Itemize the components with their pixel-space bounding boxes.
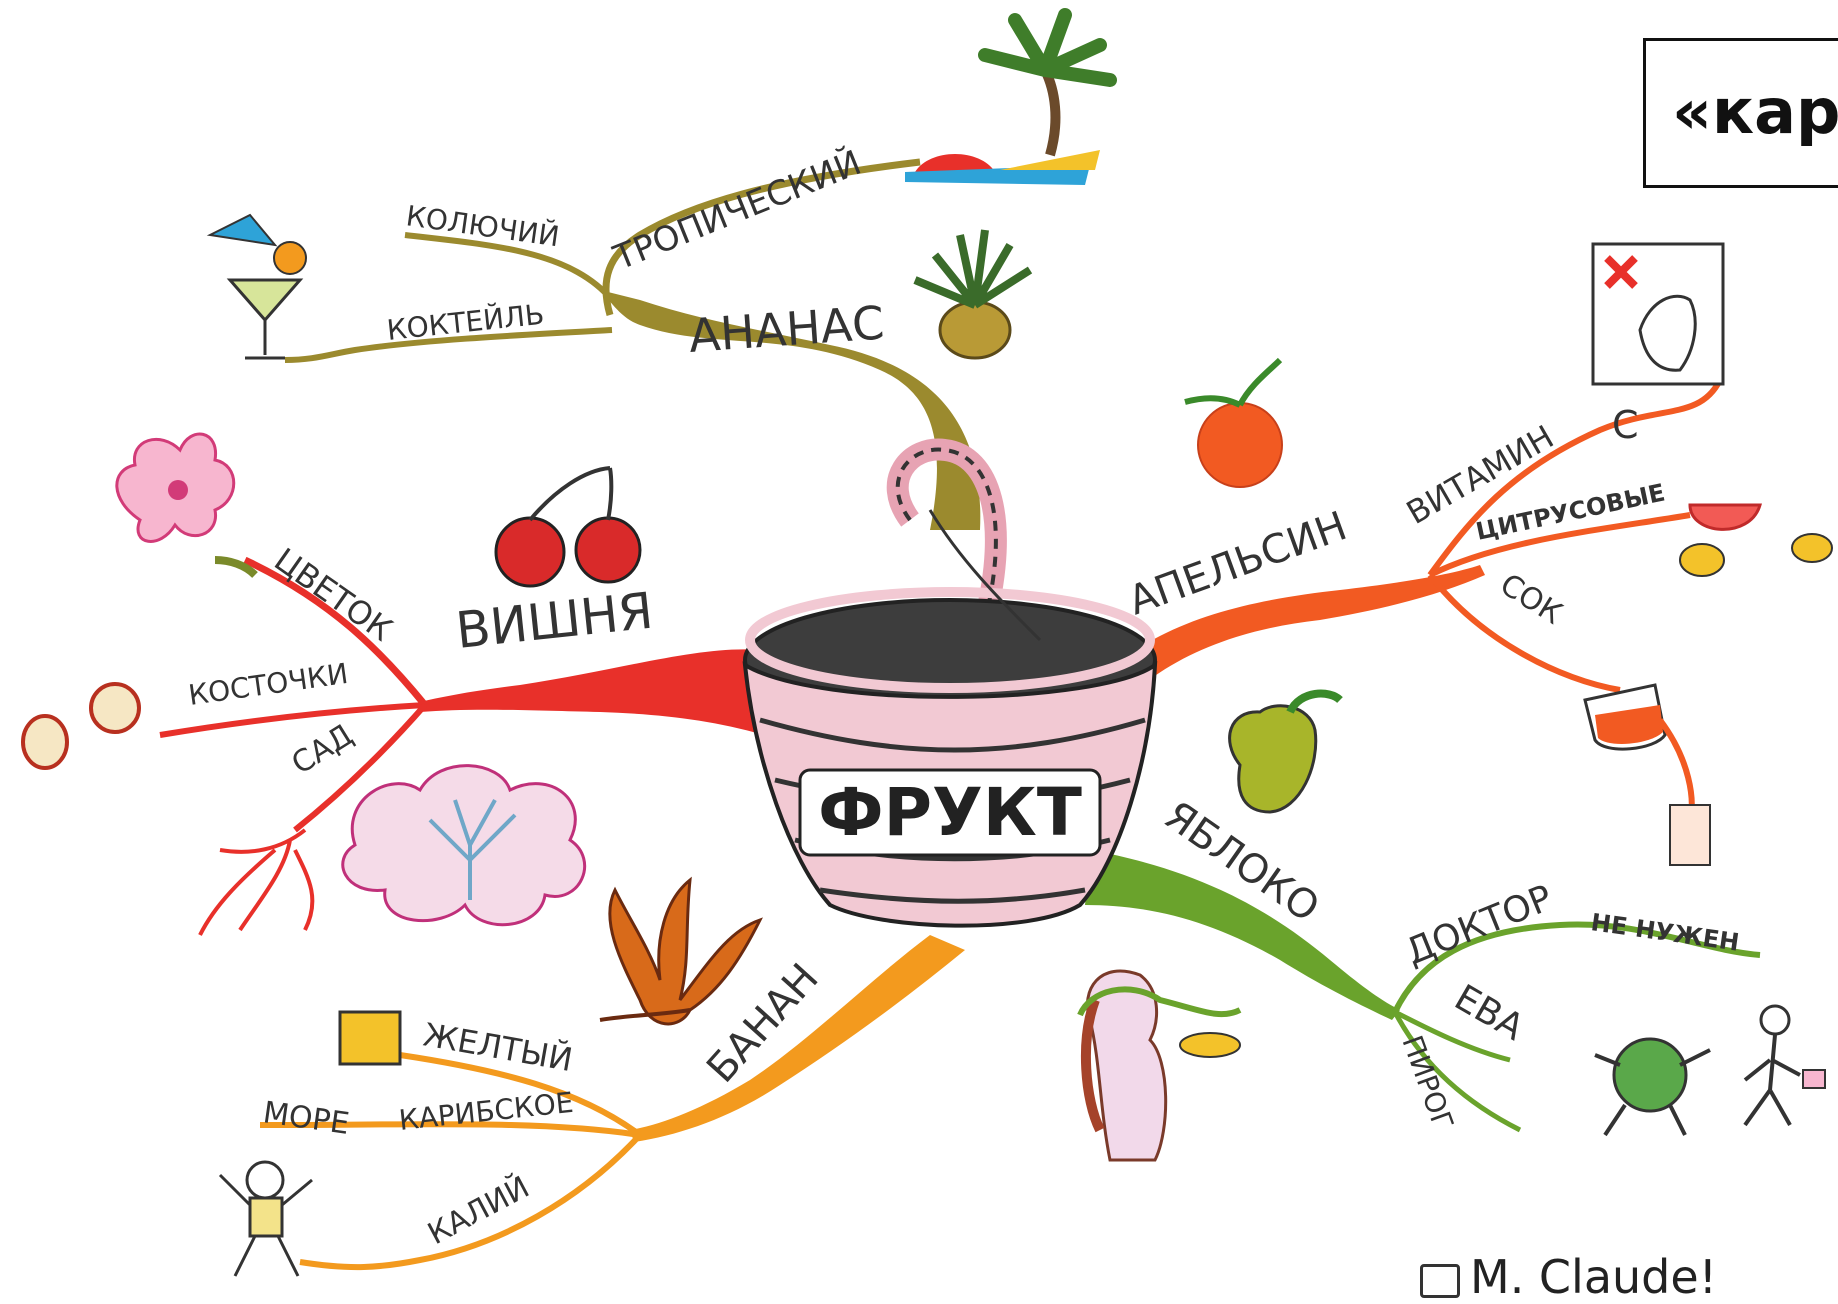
doctor-icon (1743, 1004, 1826, 1127)
label-cherry: ВИШНЯ (453, 582, 655, 660)
title-box: «кар (1643, 38, 1838, 188)
branch-apple (1085, 850, 1400, 1020)
branch-cherry (420, 649, 780, 740)
running-apple-icon (1594, 1037, 1711, 1137)
yellow-square-icon (338, 1010, 402, 1066)
label-juice: СОК (1494, 567, 1568, 632)
palm-tree-icon (905, 8, 1117, 185)
label-yellow: ЖЕЛТЫЙ (421, 1015, 576, 1079)
center-label: ФРУКТ (818, 774, 1082, 851)
tree-icon (341, 764, 587, 927)
title-text: «кар (1672, 75, 1838, 148)
eve-icon (1077, 969, 1242, 1162)
label-pits: КОСТОЧКИ (186, 657, 350, 712)
jug-icon (1583, 683, 1711, 866)
roots-icon (198, 828, 315, 936)
label-eve: ЕВА (1448, 977, 1531, 1049)
branch-banana (630, 935, 965, 1142)
label-flower: ЦВЕТОК (267, 540, 399, 648)
pits-icon (21, 682, 141, 770)
banana-peel-icon (599, 876, 763, 1026)
no-cold-icon (1591, 242, 1725, 386)
kid-icon (218, 1160, 313, 1277)
basket-icon: ФРУКТ (742, 438, 1158, 928)
branch-orange (1090, 565, 1485, 715)
label-not-needed: НЕ НУЖЕН (1589, 908, 1741, 957)
label-garden: САД (286, 718, 360, 782)
label-tropical: ТРОПИЧЕСКИЙ (607, 142, 867, 279)
book-icon (1420, 1263, 1460, 1298)
author-credit: M. Claude! (1420, 1250, 1717, 1304)
cocktail-icon (206, 213, 307, 360)
apple-icon (1228, 689, 1343, 814)
label-sea: МОРЕ (261, 1095, 352, 1142)
cherry-icon (494, 466, 642, 588)
orange-icon (1184, 357, 1283, 488)
branch-pineapple (600, 290, 981, 530)
citrus-icon (1679, 503, 1833, 577)
label-potassium: КАЛИЙ (422, 1169, 535, 1252)
credit-text: M. Claude! (1470, 1250, 1718, 1304)
pineapple-icon (913, 229, 1033, 360)
label-c: С (1612, 403, 1639, 447)
flower-icon (115, 432, 258, 578)
branch-pineapple-sub (602, 158, 921, 316)
